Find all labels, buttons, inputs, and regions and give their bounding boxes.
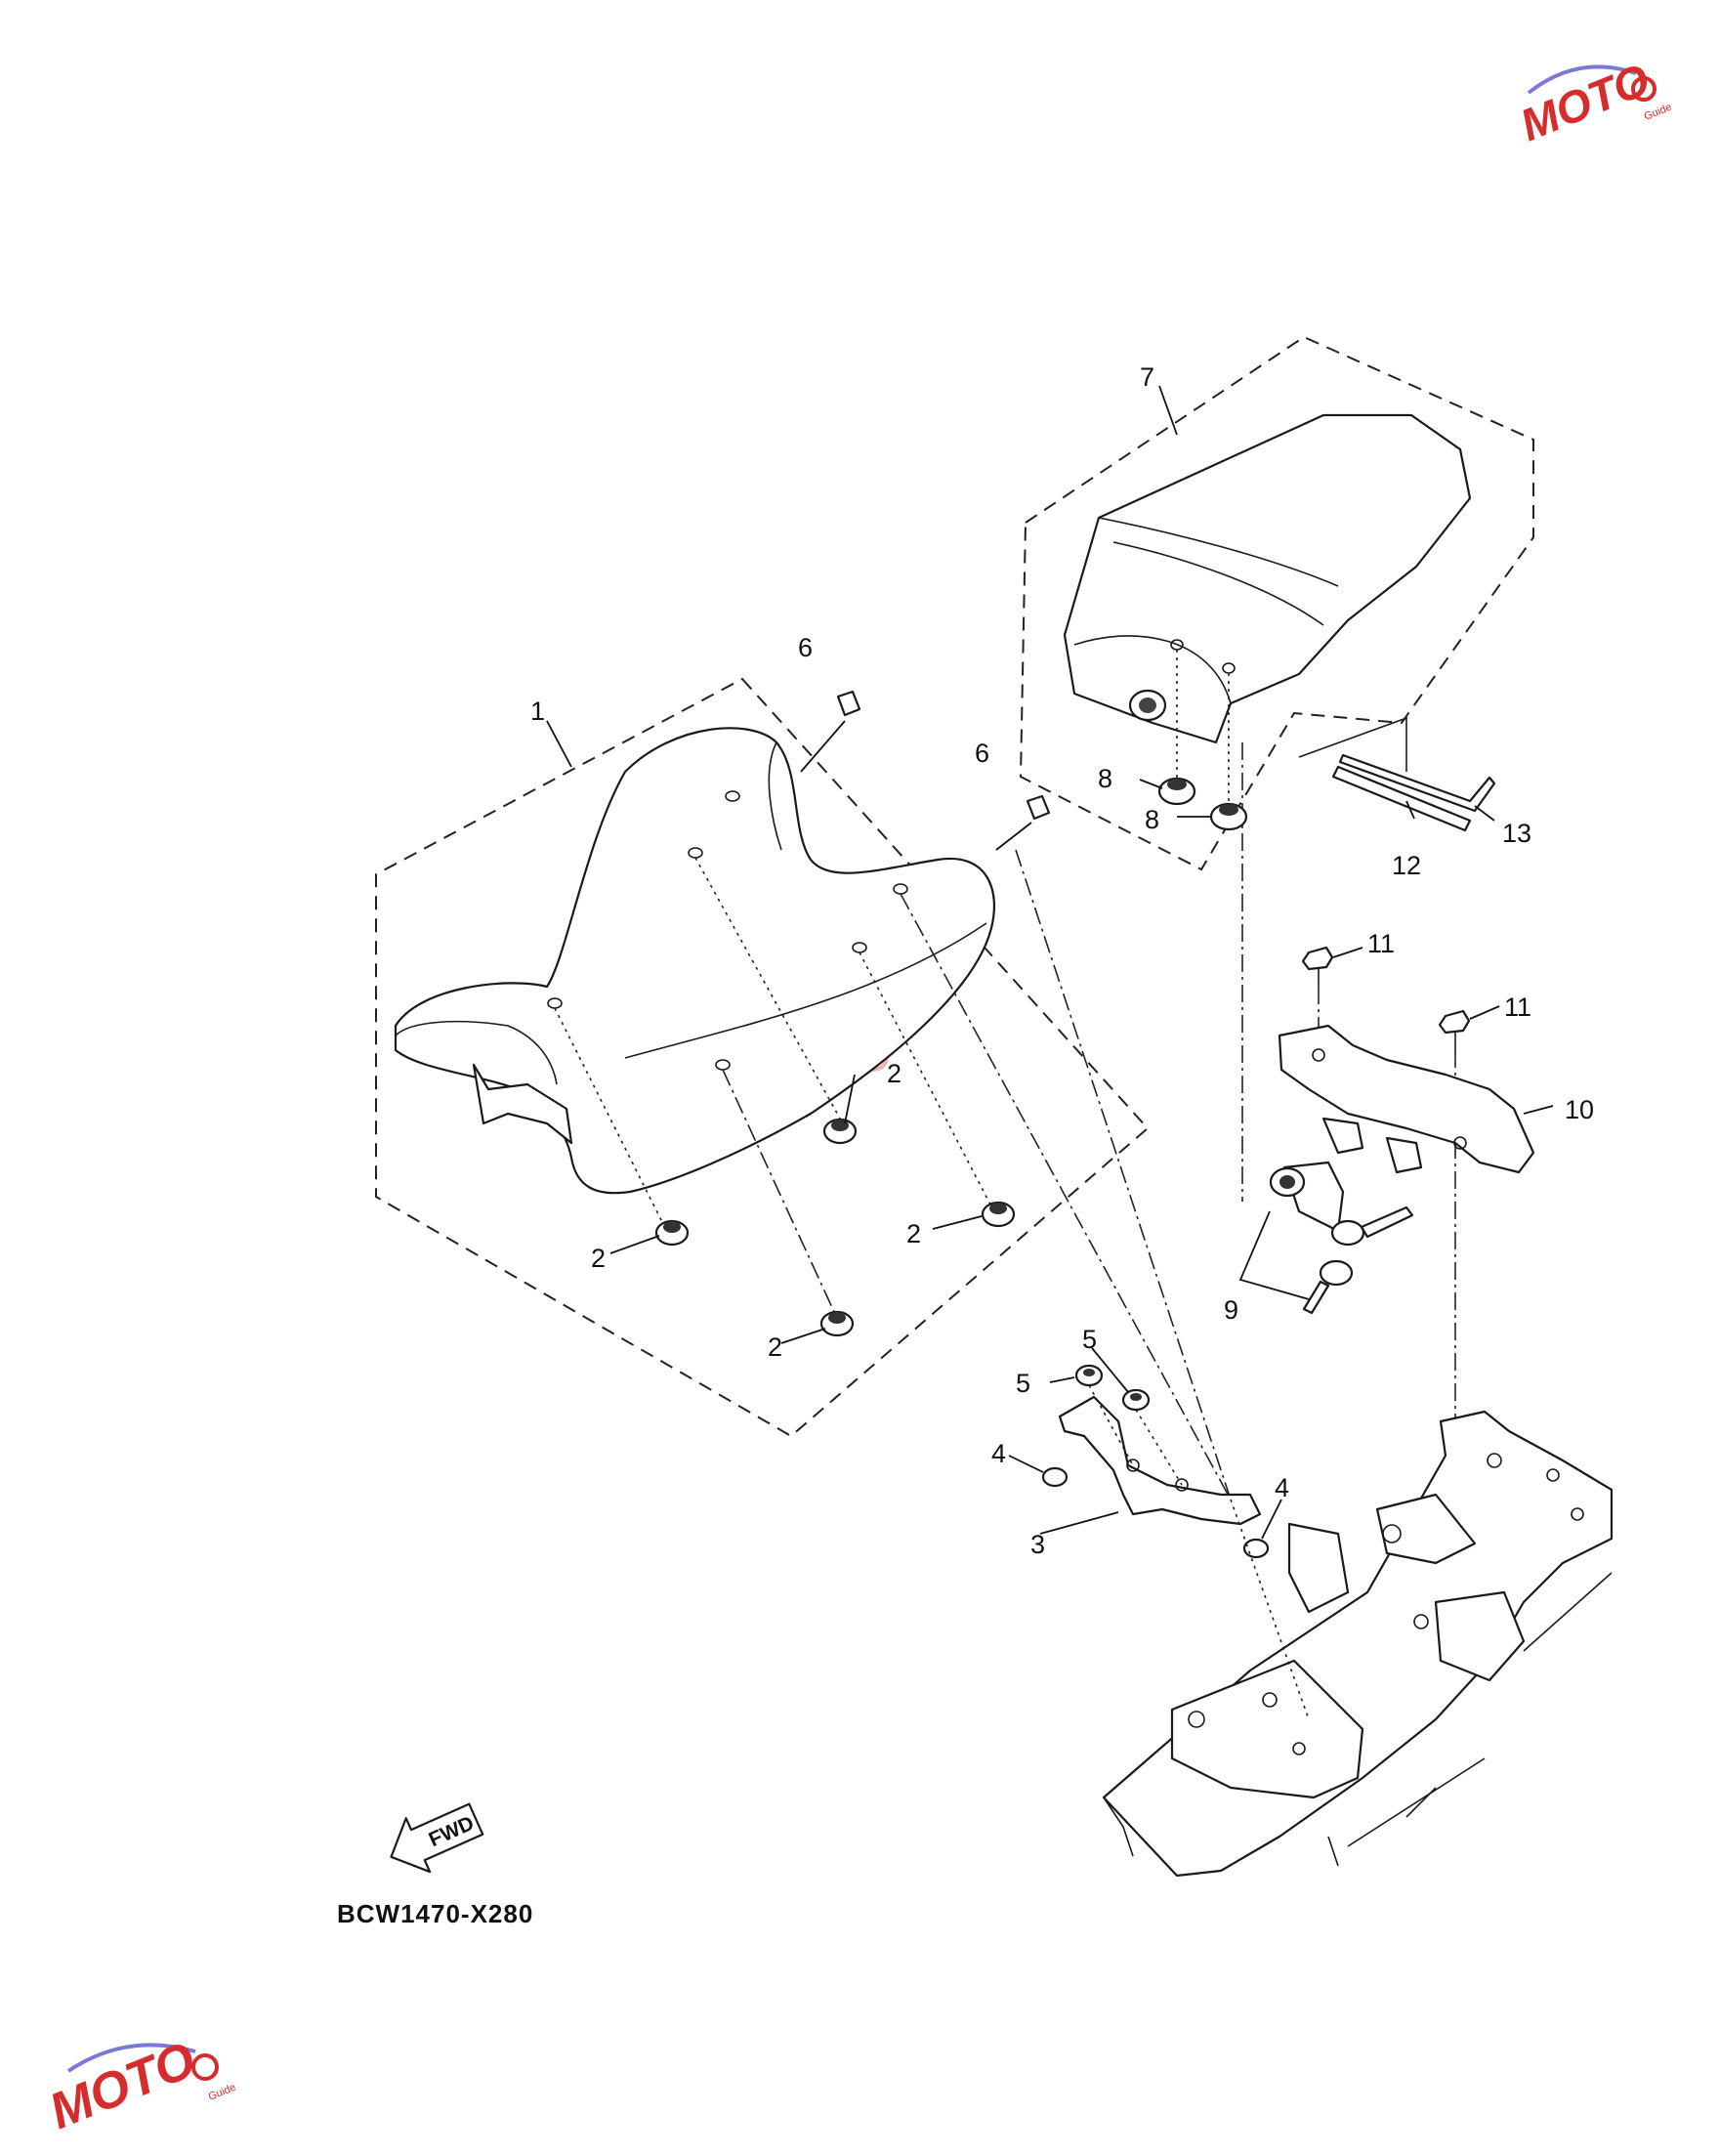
watermark-logo-bottom: MOTO Guide <box>42 2031 238 2140</box>
seat-bracket-3 <box>1058 1395 1262 1526</box>
callout-11b: 11 <box>1504 993 1531 1022</box>
callout-6a: 6 <box>798 633 813 662</box>
callout-13: 13 <box>1502 819 1531 848</box>
front-seat-assembly <box>375 677 1232 1501</box>
rear-seat <box>1063 413 1472 744</box>
callout-6b: 6 <box>975 739 989 768</box>
washer-4b <box>1242 1538 1270 1559</box>
callouts: 1 2 2 2 2 3 4 4 5 5 6 6 7 8 8 9 10 11 11… <box>530 362 1594 1559</box>
clip-6b <box>995 794 1051 851</box>
nut-5b <box>1121 1388 1151 1412</box>
callout-7: 7 <box>1140 362 1154 392</box>
damper-8b <box>1209 802 1248 831</box>
callout-9: 9 <box>1224 1295 1238 1325</box>
callout-2d: 2 <box>768 1332 782 1362</box>
leader-lines <box>546 385 1554 1540</box>
washer-4a <box>1041 1466 1069 1488</box>
callout-1: 1 <box>530 697 545 726</box>
key-9b <box>1302 1259 1354 1315</box>
callout-5b: 5 <box>1082 1325 1097 1354</box>
callout-4b: 4 <box>1275 1473 1289 1502</box>
callout-5a: 5 <box>1016 1369 1030 1398</box>
damper-2d <box>819 1310 855 1337</box>
svg-text:Guide: Guide <box>207 2082 238 2103</box>
damper-2a <box>822 1118 858 1145</box>
callout-2b: 2 <box>591 1244 606 1273</box>
clip-6a <box>800 690 861 773</box>
nut-5a <box>1074 1364 1104 1387</box>
callout-8b: 8 <box>1145 805 1159 834</box>
rear-frame <box>1102 1410 1614 1878</box>
lock-cylinder-9 <box>1269 1161 1345 1233</box>
callout-2a: 2 <box>887 1059 901 1088</box>
drawing-code: BCW1470-X280 <box>337 1899 533 1928</box>
callout-8a: 8 <box>1098 764 1112 793</box>
callout-11a: 11 <box>1367 929 1395 958</box>
rear-seat-assembly <box>1019 335 1534 1202</box>
callout-2c: 2 <box>906 1219 921 1248</box>
rear-seat-boundary <box>1019 335 1534 871</box>
callout-4a: 4 <box>991 1439 1006 1468</box>
key-9a <box>1330 1205 1414 1247</box>
callout-10: 10 <box>1565 1095 1594 1124</box>
lock-bracket-10 <box>1278 1024 1535 1174</box>
damper-2c <box>981 1201 1016 1228</box>
hex-wrench-13 <box>1338 753 1496 813</box>
damper-8a <box>1157 777 1196 806</box>
tool-12 <box>1331 765 1472 832</box>
fwd-arrow: FWD <box>390 1802 484 1874</box>
damper-2b <box>654 1219 690 1247</box>
callout-12: 12 <box>1392 851 1421 880</box>
front-seat <box>394 727 995 1195</box>
callout-3: 3 <box>1030 1530 1045 1559</box>
svg-text:Guide: Guide <box>1643 102 1674 123</box>
watermark-logo-top: MOTO Guide <box>1513 54 1673 151</box>
front-seat-boundary <box>375 677 1150 1438</box>
